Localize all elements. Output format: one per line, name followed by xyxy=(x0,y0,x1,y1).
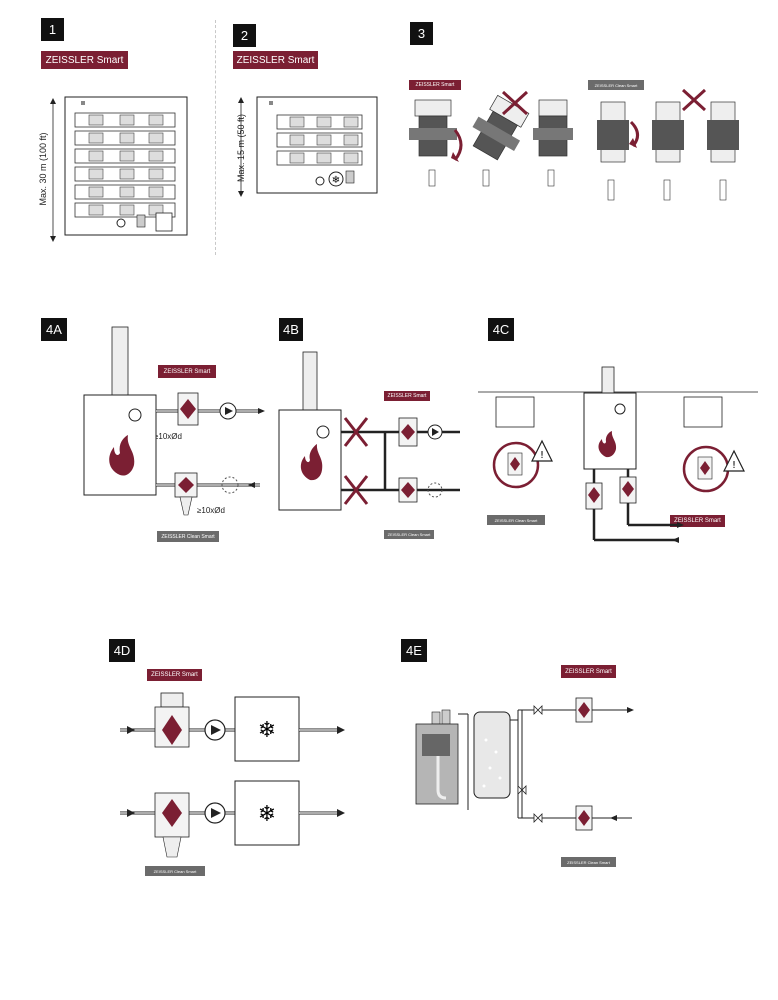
svg-text:❄: ❄ xyxy=(258,802,276,827)
distance-label-bottom: ≥10xØd xyxy=(197,506,225,515)
heat-pump-storage-diagram xyxy=(415,697,634,831)
brand-label-zeissler-smart: ZEISSLER Smart xyxy=(409,80,461,90)
distance-label-top: ≥10xØd xyxy=(154,432,182,441)
step-number-2: 2 xyxy=(233,24,256,47)
warning-icon xyxy=(531,439,553,462)
brand-label-zeissler-clean-smart: ZEISSLER Clean Smart xyxy=(384,530,434,539)
step-number-1: 1 xyxy=(41,18,64,41)
step-number-4e: 4E xyxy=(401,639,427,662)
brand-label-zeissler-clean-smart: ZEISSLER Clean Smart xyxy=(561,857,616,867)
brand-label-zeissler-smart: ZEISSLER Smart xyxy=(233,51,318,69)
svg-text:!: ! xyxy=(732,460,736,471)
brand-label-zeissler-clean-smart: ZEISSLER Clean Smart xyxy=(588,80,644,90)
brand-label-zeissler-smart: ZEISSLER Smart xyxy=(41,51,128,69)
step-number-3: 3 xyxy=(410,22,433,45)
step-number-4d: 4D xyxy=(109,639,135,662)
cross-icon xyxy=(343,417,369,447)
flame-icon xyxy=(109,435,135,476)
boiler-bypass-diagram xyxy=(278,351,460,511)
filter-icon xyxy=(409,99,457,187)
brand-label-zeissler-smart: ZEISSLER Smart xyxy=(147,669,202,681)
valve-icon xyxy=(533,705,543,715)
brand-label-zeissler-clean-smart: ZEISSLER Clean Smart xyxy=(487,515,545,525)
building-diagram xyxy=(50,96,188,242)
brand-label-zeissler-smart: ZEISSLER Smart xyxy=(384,391,430,401)
step-number-4a: 4A xyxy=(41,318,67,341)
brand-label-zeissler-smart: ZEISSLER Smart xyxy=(670,515,725,527)
cooling-installation-diagram: ❄ ❄ xyxy=(120,692,345,858)
building-diagram: ❄ xyxy=(238,96,378,197)
filter-rotation-diagram xyxy=(409,88,739,201)
svg-text:❄: ❄ xyxy=(332,175,340,186)
step-number-4b: 4B xyxy=(279,318,303,341)
panel-divider xyxy=(215,20,216,255)
boiler-installation-diagram xyxy=(83,326,265,516)
step-number-4c: 4C xyxy=(488,318,514,341)
wall-boiler-diagram: ! ! xyxy=(478,366,758,543)
brand-label-zeissler-clean-smart: ZEISSLER Clean Smart xyxy=(157,531,219,542)
svg-text:!: ! xyxy=(540,450,544,461)
brand-label-zeissler-smart: ZEISSLER Smart xyxy=(561,665,616,678)
snowflake-icon: ❄ xyxy=(258,718,276,743)
cross-icon xyxy=(501,90,529,116)
brand-label-zeissler-clean-smart: ZEISSLER Clean Smart xyxy=(145,866,205,876)
brand-label-zeissler-smart: ZEISSLER Smart xyxy=(158,365,216,378)
